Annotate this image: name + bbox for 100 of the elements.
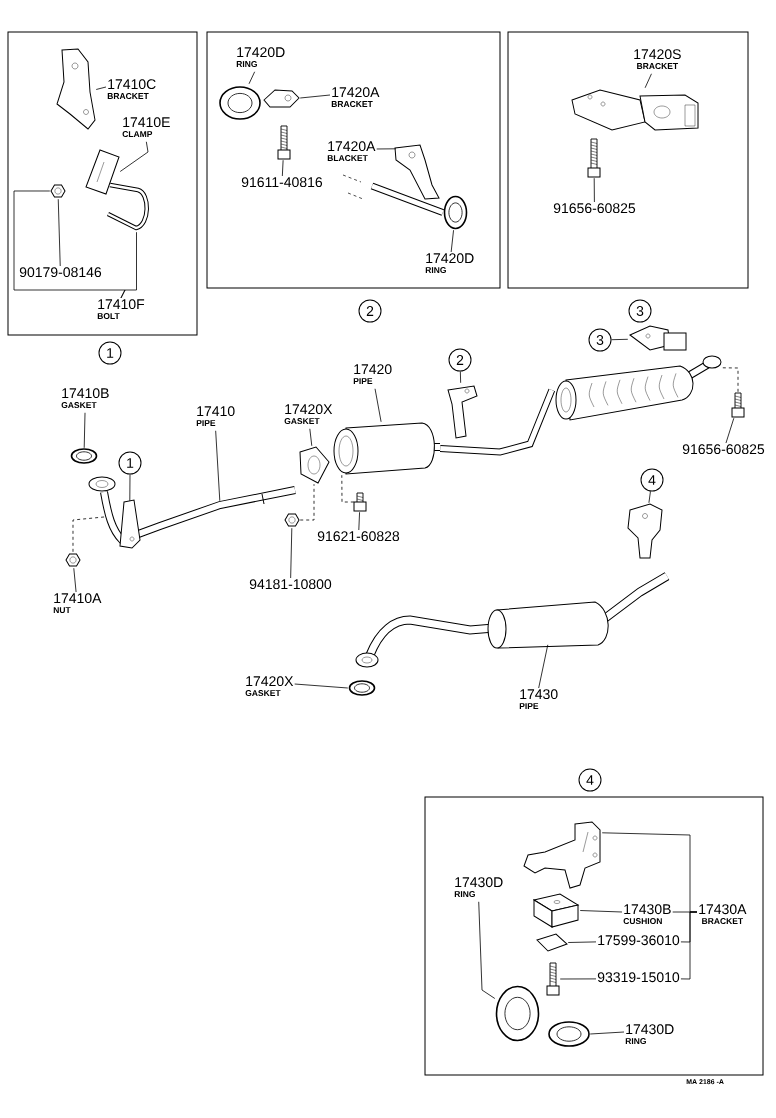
part-label: 17430D RING	[454, 877, 503, 898]
part-label: 17420D RING	[236, 47, 285, 68]
circled-number: 2	[358, 299, 382, 323]
gasket-drawing	[299, 446, 330, 484]
leader-line	[459, 371, 462, 384]
ring-drawing	[443, 195, 468, 230]
part-label: 17420X GASKET	[245, 676, 294, 697]
panel-frame	[507, 31, 749, 289]
leader-line	[120, 231, 137, 299]
ring-drawing	[219, 86, 261, 120]
leader-line	[589, 1031, 625, 1035]
leader-line	[57, 198, 61, 267]
plate-drawing	[536, 933, 568, 952]
leader-line	[374, 388, 382, 423]
nut-drawing	[284, 513, 300, 527]
nut-drawing	[65, 553, 81, 567]
leader-line	[611, 338, 629, 341]
leader-line	[281, 159, 284, 177]
part-label: 93319-15010	[597, 972, 680, 983]
dashed-line	[341, 474, 355, 503]
circled-number: 1	[98, 341, 122, 365]
pipe-drawing	[88, 476, 296, 549]
part-label: 91656-60825	[682, 444, 765, 455]
leader-line	[119, 141, 149, 172]
part-label: 17410E CLAMP	[122, 117, 170, 138]
leader-line	[567, 941, 597, 943]
part-label: 17410B GASKET	[61, 388, 109, 409]
leader-line	[215, 430, 221, 502]
bracket-drawing	[263, 89, 300, 108]
pipe-drawing	[370, 182, 445, 216]
part-label: 17430A BRACKET	[699, 904, 747, 925]
leader-line	[593, 177, 595, 203]
clamp-drawing	[85, 149, 120, 195]
panel-frame	[206, 31, 501, 289]
leader-line	[73, 567, 77, 593]
part-label: 17420A BLACKET	[327, 141, 376, 162]
bolt-drawing	[353, 492, 367, 512]
leader-line	[579, 910, 623, 913]
bolt-drawing	[587, 138, 601, 178]
part-label: 17410 PIPE	[196, 406, 235, 426]
bracket-drawing	[394, 144, 440, 200]
bracket-drawing	[629, 325, 687, 351]
ring-drawing	[548, 1021, 590, 1047]
panel-frame	[424, 796, 764, 1076]
leader-line	[248, 71, 256, 85]
bolt-drawing	[546, 962, 560, 996]
bolt-drawing	[277, 125, 291, 160]
part-label: 91621-60828	[317, 531, 400, 542]
leader-line	[538, 644, 549, 689]
leader-line	[648, 491, 651, 504]
part-label: 17410C BRACKET	[107, 79, 156, 100]
part-label: 17430D RING	[625, 1024, 674, 1045]
gasket-drawing	[70, 448, 98, 464]
part-label: 17410A NUT	[53, 593, 102, 614]
pipe-drawing	[440, 388, 556, 456]
dashed-line	[721, 367, 739, 393]
circled-number: 1	[118, 451, 142, 475]
bracket-drawing	[56, 48, 96, 130]
part-label: 17599-36010	[598, 935, 680, 946]
leader-line	[680, 911, 698, 980]
bracket-drawing	[627, 503, 663, 559]
part-label: 90179-08146	[19, 267, 102, 278]
part-label: 17420S BRACKET	[634, 49, 681, 70]
circled-number: 3	[628, 299, 652, 323]
leader-line	[299, 94, 331, 99]
pipe-drawing	[355, 572, 670, 668]
part-label: 91656-60825	[553, 203, 636, 214]
leader-line	[644, 73, 652, 89]
part-label: 17420 PIPE	[353, 364, 392, 384]
part-label: 17430B CUSHION	[623, 904, 671, 925]
muffler-drawing	[555, 355, 722, 421]
gasket-drawing	[348, 680, 376, 696]
leader-line	[129, 474, 131, 502]
leader-line	[725, 417, 735, 444]
leader-line	[83, 412, 86, 449]
leader-line	[309, 428, 313, 447]
nut-drawing	[50, 184, 66, 198]
dashed-line	[72, 516, 107, 553]
circled-number: 4	[578, 768, 602, 792]
cushion-drawing	[533, 893, 579, 928]
leader-line	[559, 978, 597, 980]
part-label: 17410F BOLT	[97, 299, 145, 320]
u-bolt-drawing	[107, 182, 149, 231]
leader-line	[376, 148, 397, 150]
part-label: 17420A BRACKET	[331, 87, 380, 108]
part-label: 17420X GASKET	[284, 404, 333, 425]
panel-frame	[7, 31, 198, 336]
ring-drawing	[495, 985, 540, 1042]
leader-line	[358, 511, 360, 531]
muffler-drawing	[333, 422, 440, 475]
bracket-drawing	[571, 89, 699, 131]
circled-number: 4	[640, 468, 664, 492]
part-label: 91611-40816	[241, 177, 323, 188]
leader-line	[95, 86, 107, 90]
circled-number: 2	[448, 348, 472, 372]
leader-line	[478, 901, 496, 999]
bolt-drawing	[731, 392, 745, 418]
bracket-drawing	[523, 821, 601, 889]
leader-line	[294, 683, 349, 689]
leader-line	[450, 229, 454, 253]
